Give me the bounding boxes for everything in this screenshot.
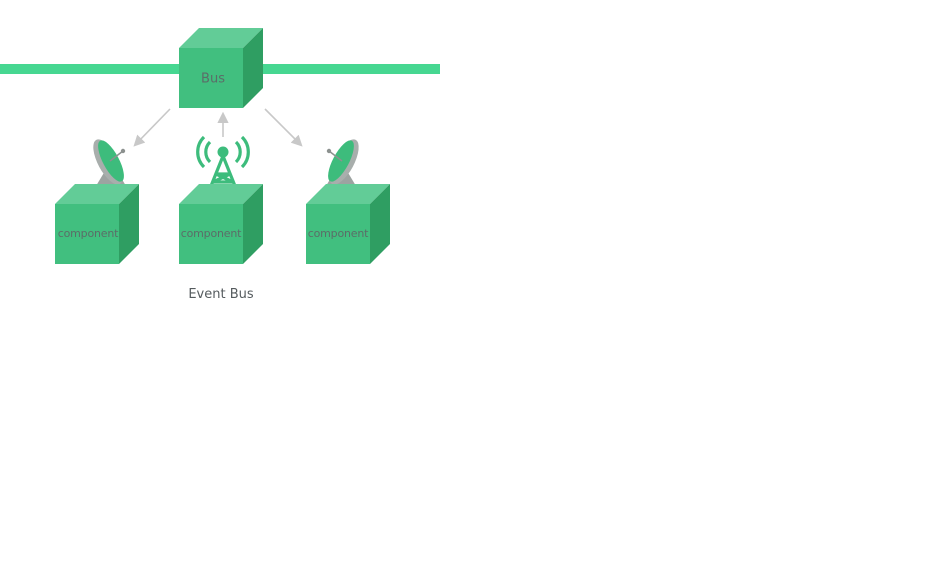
arrow-bus-to-right-component: [264, 108, 303, 147]
broadcast-tower-icon: [196, 135, 250, 193]
bus-cube: Bus: [179, 28, 263, 108]
satellite-dish-icon: [326, 139, 359, 188]
component-cube-left: component: [55, 184, 139, 264]
satellite-dish-icon: [93, 139, 126, 188]
component-label: component: [308, 227, 369, 240]
arrow-bus-to-left-component: [133, 108, 171, 147]
diagram-caption: Event Bus: [188, 287, 254, 302]
component-cube-center: component: [179, 184, 263, 264]
component-label: component: [58, 227, 119, 240]
component-cube-right: component: [306, 184, 390, 264]
bus-label: Bus: [201, 72, 225, 87]
component-label: component: [181, 227, 242, 240]
